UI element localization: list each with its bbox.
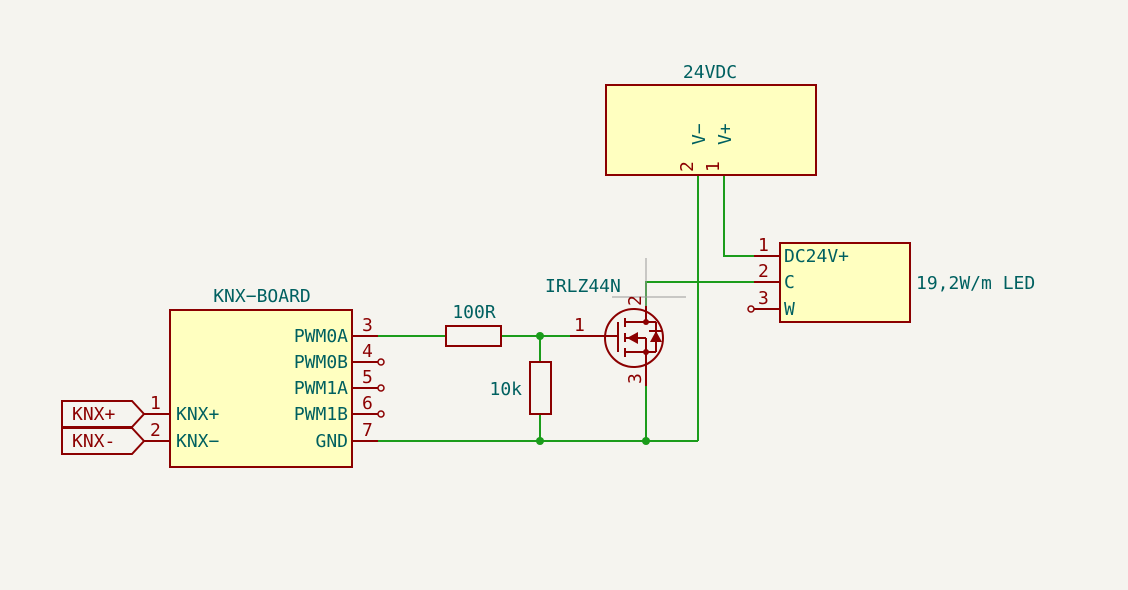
- knx-ports: KNX+ KNX-: [61, 400, 146, 455]
- knx-board-pin-4-num: 4: [362, 341, 373, 362]
- mosfet-gate-pin-num: 1: [574, 315, 585, 336]
- power-supply-pin-vplus-name: V+: [715, 123, 736, 145]
- knx-board-pin-6-unconnected: [377, 410, 385, 418]
- knx-board[interactable]: KNX−BOARD 3 4 5 6 7 PWM0A PWM0B PWM1A PW…: [144, 286, 385, 468]
- power-supply-ref: 24VDC: [683, 62, 737, 83]
- power-supply[interactable]: 24VDC V− V+ 2 1: [605, 62, 817, 176]
- resistor-10k[interactable]: 10k: [489, 361, 552, 415]
- junctions: [536, 332, 650, 445]
- led-strip-pin-3-num: 3: [758, 288, 769, 309]
- power-supply-pin-vplus-num: 1: [703, 161, 724, 172]
- led-strip-pin-3-name: W: [784, 299, 795, 320]
- resistor-100r-value: 100R: [452, 302, 496, 323]
- mosfet-irlz44n[interactable]: IRLZ44N 1 2 3: [545, 258, 686, 386]
- port-knx-minus-label: KNX-: [72, 431, 115, 452]
- power-supply-pin-vminus-num: 2: [677, 161, 698, 172]
- resistor-10k-value: 10k: [489, 379, 522, 400]
- knx-board-pin-3-name: PWM0A: [294, 326, 348, 347]
- led-strip-pin-2-num: 2: [758, 261, 769, 282]
- power-supply-body[interactable]: [605, 84, 817, 176]
- resistor-100r[interactable]: 100R: [445, 302, 502, 347]
- junction-gate-node: [536, 332, 544, 340]
- junction-gnd-source: [642, 437, 650, 445]
- knx-board-ref: KNX−BOARD: [213, 286, 311, 307]
- led-strip-pin-3-unconnected: [747, 305, 755, 313]
- led-strip[interactable]: 19,2W/m LED 1 2 3 DC24V+ C W: [747, 235, 1035, 323]
- knx-board-pin-2-name: KNX−: [176, 431, 220, 452]
- knx-board-pin-6-name: PWM1B: [294, 404, 348, 425]
- wires: [378, 175, 780, 442]
- led-strip-pin-2-name: C: [784, 272, 795, 293]
- port-knx-plus-label: KNX+: [72, 404, 116, 425]
- port-knx-plus[interactable]: [61, 400, 146, 428]
- mosfet-drain-pin-num: 2: [625, 295, 646, 306]
- mosfet-dot-source: [643, 349, 649, 355]
- mosfet-source-pin-num: 3: [625, 373, 646, 384]
- mosfet-diode-triangle: [650, 331, 662, 342]
- power-supply-pin-vminus-name: V−: [689, 123, 710, 145]
- knx-board-body[interactable]: [169, 309, 353, 468]
- led-strip-pin-1-name: DC24V+: [784, 246, 849, 267]
- resistor-100r-body[interactable]: [445, 325, 502, 347]
- port-knx-minus[interactable]: [61, 427, 146, 455]
- knx-board-pin-5-unconnected: [377, 384, 385, 392]
- led-strip-pin-1-num: 1: [758, 235, 769, 256]
- wire-vplus-to-dc24v[interactable]: [723, 175, 780, 257]
- mosfet-envelope: [604, 308, 664, 368]
- knx-board-pin-4-name: PWM0B: [294, 352, 348, 373]
- mosfet-ref: IRLZ44N: [545, 276, 621, 297]
- knx-board-pin-5-num: 5: [362, 367, 373, 388]
- knx-board-pin-6-num: 6: [362, 393, 373, 414]
- knx-board-pin-2-num: 2: [150, 420, 161, 441]
- junction-gnd-10k: [536, 437, 544, 445]
- mosfet-dot-drain: [643, 319, 649, 325]
- knx-board-pin-1-name: KNX+: [176, 404, 220, 425]
- knx-board-pin-4-unconnected: [377, 358, 385, 366]
- knx-board-pin-1-num: 1: [150, 393, 161, 414]
- knx-board-pin-5-name: PWM1A: [294, 378, 348, 399]
- knx-board-pin-7-name: GND: [315, 431, 348, 452]
- mosfet-arrow: [627, 332, 638, 344]
- knx-board-pin-3-num: 3: [362, 315, 373, 336]
- led-strip-ref: 19,2W/m LED: [916, 273, 1035, 294]
- resistor-10k-body[interactable]: [529, 361, 552, 415]
- knx-board-pin-7-num: 7: [362, 420, 373, 441]
